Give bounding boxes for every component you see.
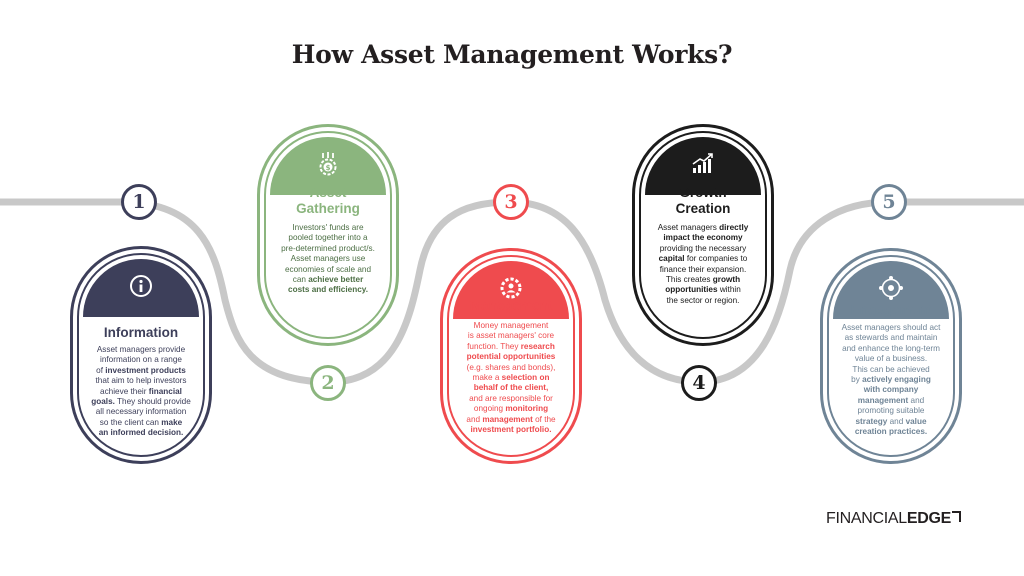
step-number-badge-1: 1 [121, 184, 157, 220]
step-heading: Engagement [850, 302, 932, 317]
step-heading: Management [469, 298, 553, 313]
step-number-badge-4: 4 [681, 365, 717, 401]
info-icon [130, 275, 152, 297]
logo-part-2: EDGE [906, 510, 952, 527]
card-inner-border [827, 255, 955, 457]
gear-person-icon [500, 277, 522, 299]
step-number-badge-5: 5 [871, 184, 907, 220]
card-inner-border [264, 131, 392, 339]
logo-mark-icon [952, 511, 962, 522]
card-inner-border [77, 253, 205, 457]
card-inner-border [447, 255, 575, 457]
step-heading: Information [103, 325, 179, 340]
growth-chart-icon [692, 153, 713, 173]
card-inner-border [639, 131, 767, 339]
financial-edge-logo: FINANCIALEDGE [826, 510, 962, 528]
step-number-badge-3: 3 [493, 184, 529, 220]
svg-text:$: $ [326, 164, 331, 172]
money-gear-icon: $ [319, 152, 337, 176]
target-network-icon [879, 276, 903, 300]
step-number-badge-2: 2 [310, 365, 346, 401]
logo-part-1: FINANCIAL [826, 510, 907, 527]
page-title: How Asset Management Works? [291, 40, 733, 69]
